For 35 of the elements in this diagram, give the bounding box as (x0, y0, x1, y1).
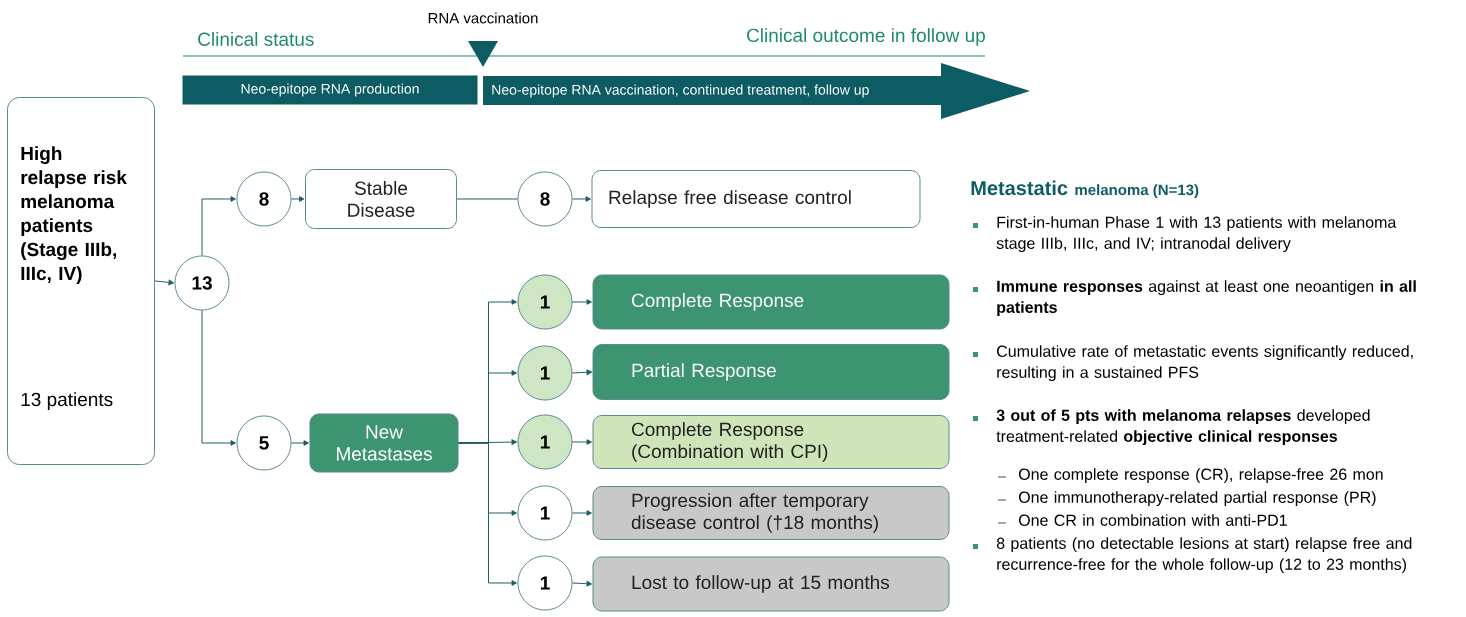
arrow (572, 369, 592, 376)
arrow (201, 196, 236, 256)
outcome-box: Complete Response (592, 274, 950, 330)
bullet-text: One CR in combination with anti-PD1 (1018, 514, 1287, 526)
outcome-box: Lost to follow-up at 15 months (592, 556, 950, 612)
outcome-box: New Metastases (309, 413, 459, 473)
arrow (572, 196, 591, 202)
status-box: Stable Disease (305, 169, 457, 229)
phase-band: Neo-epitope RNA production (182, 75, 478, 105)
bullet-text: Immune responses against at least one neoantigen in all patients (997, 280, 1416, 317)
bullet-text: First-in-human Phase 1 with 13 patients with melanoma stage IIIb, IIIc, and IV; intranodal delivery (996, 216, 1397, 253)
bullet-text: 8 patients (no detectable lesions at start) relapse free and recurrence-free for the whole follow-up (12 to 23 months) (996, 537, 1412, 574)
arrow (201, 310, 236, 446)
arrow (291, 440, 309, 446)
panel-heading: melanoma (N=13) (1075, 184, 1199, 199)
bullet-text: 3 out of 5 pts with melanoma relapses developed treatment-related objective clinical responses (996, 409, 1370, 446)
arrow (458, 442, 517, 586)
arrow (572, 439, 592, 445)
bullet-text: One complete response (CR), relapse-free 26 mon (1018, 468, 1383, 484)
bullet-text: Cumulative rate of metastatic events significantly reduced, resulting in a sustained PFS (997, 345, 1413, 382)
timeline-label: RNA vaccination (428, 12, 538, 24)
arrow (572, 299, 592, 305)
outcome-box: Partial Response (592, 344, 950, 400)
outcome-box: Progression after temporary disease control (†18 months) (592, 486, 950, 540)
phase-band: Neo-epitope RNA vaccination, continued treatment, follow up (483, 63, 1030, 119)
arrow (572, 510, 592, 516)
patient-box: High relapse risk melanoma patients (Stage IIIb, IIIc, IV) 13 patients (7, 97, 155, 465)
bullet-text: One immunotherapy-related partial response (PR) (1018, 491, 1376, 507)
arrow (572, 580, 592, 587)
arrow (154, 279, 174, 286)
outcome-box: Relapse free disease control (591, 170, 921, 228)
outcome-box: Complete Response (Combination with CPI) (592, 415, 950, 469)
phase-heading: Clinical status (198, 32, 314, 46)
panel-heading: Metastatic (971, 180, 1068, 196)
arrow (291, 196, 305, 202)
